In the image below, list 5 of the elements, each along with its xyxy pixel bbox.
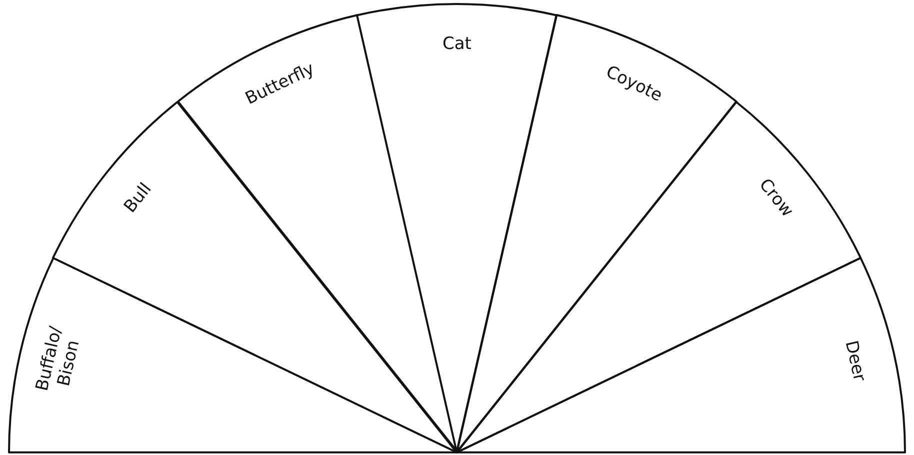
sector-label: Buffalo/ Bison [32, 324, 85, 396]
sector-wedge [457, 258, 905, 452]
sector-label: Cat [442, 34, 472, 54]
sector-label: Deer [840, 338, 870, 384]
sector-wedge [9, 258, 457, 452]
